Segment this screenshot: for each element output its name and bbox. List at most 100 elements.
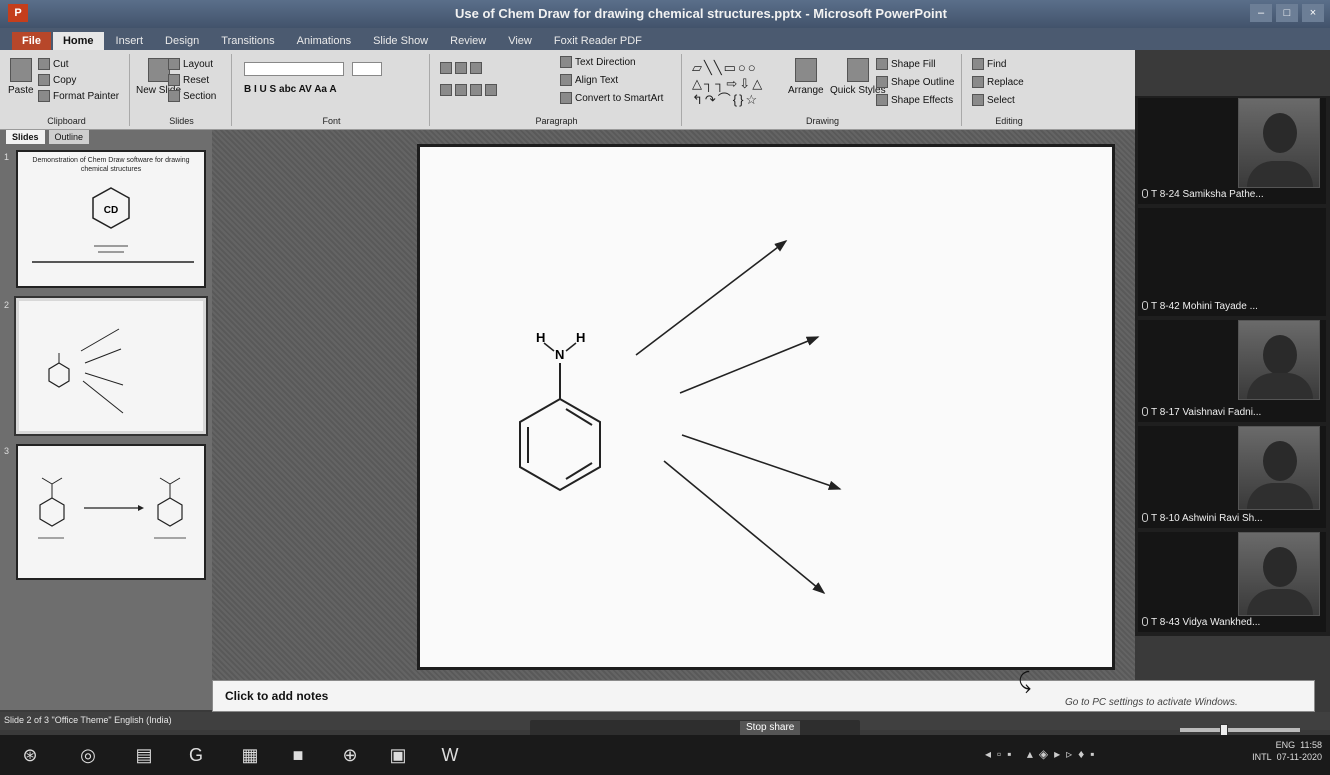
copy-button[interactable]: Copy bbox=[38, 74, 76, 86]
shape-fill-button[interactable]: Shape Fill bbox=[876, 58, 935, 70]
font-format-buttons[interactable]: B I U S abc AV Aa A bbox=[244, 84, 337, 95]
replace-button[interactable]: Replace bbox=[972, 76, 1024, 88]
mic-icon bbox=[1142, 617, 1148, 626]
slides-panel: Slides Outline 1 Demonstration of Chem D… bbox=[0, 130, 212, 710]
participant-video bbox=[1238, 320, 1320, 400]
slide1-title: Demonstration of Chem Draw software for … bbox=[32, 157, 190, 173]
shape-outline-button[interactable]: Shape Outline bbox=[876, 76, 954, 88]
shapes-gallery[interactable]: ▱╲╲▭○○△┐┐⇨⇩△↰↷⌒{}☆ bbox=[692, 60, 765, 107]
slides-group: New Slide Layout Reset Section Slides bbox=[132, 54, 232, 126]
network-app-icon[interactable]: ⊕ bbox=[342, 745, 358, 765]
participant-tile[interactable]: T 8-42 Mohini Tayade ... bbox=[1138, 208, 1326, 316]
bullets-button[interactable] bbox=[440, 62, 482, 74]
tab-outline[interactable]: Outline bbox=[48, 130, 90, 144]
drawing-group: ▱╲╲▭○○△┐┐⇨⇩△↰↷⌒{}☆ Arrange Quick Styles … bbox=[684, 54, 962, 126]
alignment-buttons[interactable] bbox=[440, 84, 497, 96]
arrange-button[interactable]: Arrange bbox=[788, 58, 824, 96]
chemdraw-icon[interactable]: G bbox=[188, 745, 203, 765]
reaction-arrow bbox=[681, 434, 842, 490]
slide-thumbnail-2[interactable] bbox=[14, 296, 208, 436]
brush-icon bbox=[38, 90, 50, 102]
effects-icon bbox=[876, 94, 888, 106]
stop-share-button[interactable]: Stop share bbox=[740, 721, 801, 735]
font-group: B I U S abc AV Aa A Font bbox=[234, 54, 430, 126]
system-clock[interactable]: ENG 11:58 INTL 07-11-2020 bbox=[1252, 739, 1322, 763]
slide-number: 2 bbox=[4, 300, 10, 310]
participant-video bbox=[1238, 98, 1320, 188]
start-button-icon[interactable]: ⊛ bbox=[22, 745, 38, 765]
new-slide-button[interactable]: New Slide bbox=[136, 58, 181, 96]
participant-tile[interactable]: T 8-10 Ashwini Ravi Sh... bbox=[1138, 426, 1326, 528]
text-direction-icon bbox=[560, 56, 572, 68]
close-button[interactable]: × bbox=[1302, 4, 1324, 22]
participant-tile[interactable]: T 8-43 Vidya Wankhed... bbox=[1138, 532, 1326, 632]
text-direction-button[interactable]: Text Direction bbox=[560, 56, 636, 68]
clipboard-group: Paste Cut Copy Format Painter Clipboard bbox=[4, 54, 130, 126]
hexagon-logo-icon bbox=[92, 187, 130, 229]
maximize-button[interactable]: □ bbox=[1276, 4, 1298, 22]
tab-insert[interactable]: Insert bbox=[115, 35, 144, 47]
paragraph-label: Paragraph bbox=[535, 116, 578, 126]
clock-date: 07-11-2020 bbox=[1276, 752, 1322, 762]
participant-tile[interactable]: T 8-17 Vaishnavi Fadni... bbox=[1138, 320, 1326, 422]
zoom-slider[interactable] bbox=[1180, 724, 1300, 736]
participant-name: T 8-43 Vidya Wankhed... bbox=[1142, 617, 1260, 628]
slide-editing-area[interactable]: H N H bbox=[212, 130, 1135, 680]
tab-foxit-reader-pdf[interactable]: Foxit Reader PDF bbox=[553, 35, 642, 47]
quick-styles-icon bbox=[846, 58, 869, 82]
font-size-select[interactable] bbox=[352, 62, 382, 76]
cut-button[interactable]: Cut bbox=[38, 58, 69, 70]
participant-tile[interactable]: T 8-24 Samiksha Pathe... bbox=[1138, 98, 1326, 204]
quick-styles-button[interactable]: Quick Styles bbox=[830, 58, 886, 96]
reset-button[interactable]: Reset bbox=[168, 74, 209, 86]
video-participants-panel: T 8-24 Samiksha Pathe... T 8-42 Mohini T… bbox=[1135, 96, 1330, 636]
slide-thumbnail-3[interactable] bbox=[16, 444, 206, 580]
powerpoint-taskbar-icon[interactable]: ▣ bbox=[389, 745, 407, 765]
layout-button[interactable]: Layout bbox=[168, 58, 213, 70]
keyboard-language: ENG bbox=[1275, 740, 1296, 750]
format-painter-button[interactable]: Format Painter bbox=[38, 90, 119, 102]
chrome-icon[interactable]: ◎ bbox=[80, 745, 96, 765]
participant-name: T 8-17 Vaishnavi Fadni... bbox=[1142, 407, 1261, 418]
slide-thumbnail-1[interactable]: Demonstration of Chem Draw software for … bbox=[16, 150, 206, 288]
paint-bucket-icon bbox=[876, 58, 888, 70]
current-slide[interactable]: H N H bbox=[417, 144, 1115, 670]
tab-animations[interactable]: Animations bbox=[296, 35, 352, 47]
tab-file[interactable]: File bbox=[12, 32, 51, 50]
align-left-icon bbox=[440, 84, 452, 96]
slide3-graphic bbox=[38, 477, 186, 539]
tab-home[interactable]: Home bbox=[52, 32, 104, 50]
video-camera-icon[interactable]: ■ bbox=[292, 745, 304, 765]
notes-pane[interactable]: Click to add notes Go to PC settings to … bbox=[212, 680, 1315, 712]
align-center-icon bbox=[455, 84, 467, 96]
folder-icon[interactable]: ▤ bbox=[135, 745, 153, 765]
tab-slides[interactable]: Slides bbox=[6, 130, 45, 144]
align-right-icon bbox=[470, 84, 482, 96]
tab-design[interactable]: Design bbox=[165, 35, 200, 47]
tab-transitions[interactable]: Transitions bbox=[221, 35, 275, 47]
tab-review[interactable]: Review bbox=[450, 35, 487, 47]
paste-button[interactable]: Paste bbox=[8, 58, 34, 96]
drawing-label: Drawing bbox=[805, 116, 839, 126]
minimize-button[interactable]: – bbox=[1250, 4, 1272, 22]
screen-share-bar: Stop share bbox=[530, 720, 860, 736]
clock-time: 11:58 bbox=[1300, 740, 1322, 750]
tab-slide-show[interactable]: Slide Show bbox=[373, 35, 429, 47]
arrange-icon bbox=[794, 58, 817, 82]
keyboard-region: INTL bbox=[1252, 752, 1272, 762]
font-name-select[interactable] bbox=[244, 62, 344, 76]
tab-view[interactable]: View bbox=[508, 35, 532, 47]
shape-effects-button[interactable]: Shape Effects bbox=[876, 94, 953, 106]
find-button[interactable]: Find bbox=[972, 58, 1006, 70]
calendar-icon[interactable]: ▦ bbox=[241, 745, 259, 765]
section-button[interactable]: Section bbox=[168, 90, 216, 102]
align-text-button[interactable]: Align Text bbox=[560, 74, 618, 86]
indent-icon bbox=[470, 62, 482, 74]
word-taskbar-icon[interactable]: W bbox=[441, 745, 459, 765]
select-button[interactable]: Select bbox=[972, 94, 1015, 106]
numbering-icon bbox=[455, 62, 467, 74]
powerpoint-icon[interactable]: P bbox=[8, 4, 28, 22]
system-tray-icons[interactable]: ◂▫▪ ▴◈▸▹♦▪ bbox=[985, 747, 1101, 761]
convert-smartart-button[interactable]: Convert to SmartArt bbox=[560, 92, 663, 104]
